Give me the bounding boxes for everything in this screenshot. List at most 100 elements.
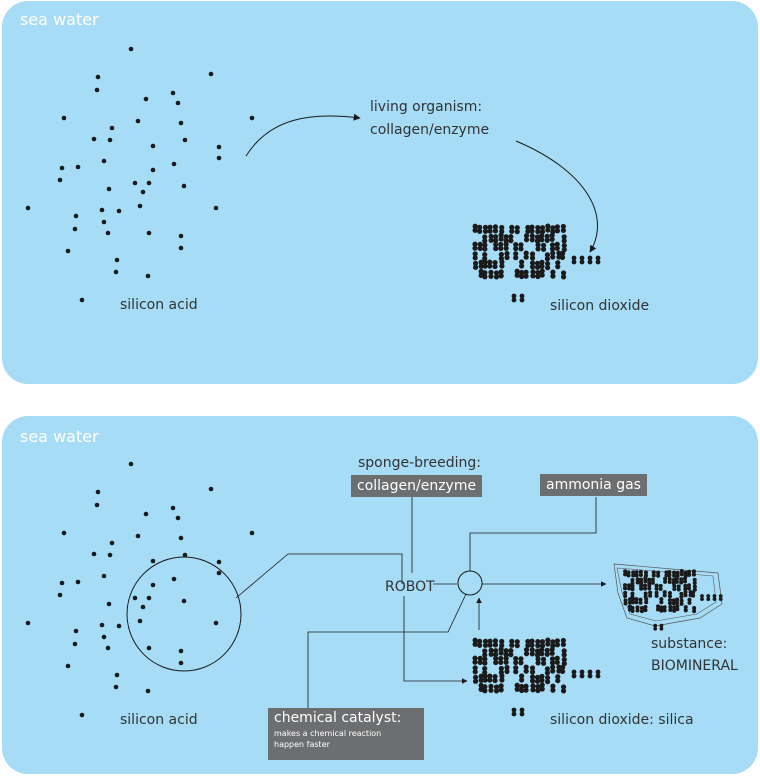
silica-particle xyxy=(579,669,585,675)
ammonia-gas-box: ammonia gas xyxy=(540,474,647,496)
biomineral-particle xyxy=(672,570,677,575)
top-dioxide-particle xyxy=(529,233,535,239)
silica-particle xyxy=(539,677,545,684)
top-acid-particle xyxy=(132,180,138,186)
top-dioxide-particle xyxy=(540,242,547,248)
top-acid-particle xyxy=(146,230,152,236)
top-dioxide-particle xyxy=(498,251,504,258)
biomineral-particle xyxy=(630,581,635,586)
bottom-acid-particle xyxy=(114,672,120,678)
biomineral-particle xyxy=(622,586,628,591)
silica-particle xyxy=(544,675,551,681)
biomineral-particle xyxy=(654,590,659,595)
top-dioxide-particle xyxy=(545,223,551,229)
chemical-catalyst-desc-2: happen faster xyxy=(274,740,330,749)
biomineral-particle xyxy=(634,573,639,578)
top-acid-particle xyxy=(213,205,219,211)
top-dioxide-particle xyxy=(523,254,529,260)
biomineral-particle xyxy=(683,590,688,595)
collagen-enzyme-box: collagen/enzyme xyxy=(351,475,483,497)
biomineral-particle xyxy=(627,586,632,591)
bottom-acid-particle xyxy=(140,604,146,610)
biomineral-particle xyxy=(687,597,692,602)
biomineral-particle xyxy=(639,577,644,582)
biomineral-particle xyxy=(712,597,717,601)
biomineral-particle xyxy=(638,569,643,574)
silica-particle xyxy=(595,669,601,675)
biomineral-particle xyxy=(672,573,677,578)
biomineral-particle xyxy=(650,577,655,582)
top-organism-label: living organism: xyxy=(370,99,483,115)
silica-particle xyxy=(488,687,494,693)
silica-particle xyxy=(539,682,545,688)
silica-particle xyxy=(472,674,479,680)
biomineral-particle xyxy=(712,594,717,598)
top-dioxide-particle xyxy=(514,268,520,274)
top-dioxide-particle xyxy=(498,273,504,279)
biomineral-particle xyxy=(639,609,644,614)
biomineral-particle xyxy=(654,586,659,591)
top-dioxide-particle xyxy=(493,234,499,240)
biomineral-particle xyxy=(630,584,635,589)
biomineral-particle xyxy=(718,594,723,598)
silica-particle xyxy=(477,638,483,644)
biomineral-particle xyxy=(667,597,672,603)
bottom-acid-particle xyxy=(249,530,255,536)
biomineral-particle xyxy=(667,591,672,596)
biomineral-particle xyxy=(662,593,667,598)
top-dioxide-particle xyxy=(539,259,545,266)
sponge-breeding-label: sponge-breeding: xyxy=(358,455,481,471)
silica-particle xyxy=(534,678,541,684)
bottom-acid-particle xyxy=(216,559,222,565)
biomineral-particle xyxy=(643,579,648,584)
bottom-acid-particle xyxy=(150,582,156,588)
silica-particle xyxy=(523,687,529,693)
biomineral-particle xyxy=(672,587,677,592)
top-dioxide-particle xyxy=(519,273,525,280)
silica-particle xyxy=(487,642,493,648)
top-dioxide-particle xyxy=(482,234,488,240)
bottom-acid-particle xyxy=(99,622,105,628)
substance-label: substance: xyxy=(651,636,728,652)
top-acid-particle xyxy=(145,273,151,279)
top-dioxide-particle xyxy=(513,245,519,252)
biomineral-particle xyxy=(650,580,655,585)
silica-particle xyxy=(493,655,499,662)
top-dioxide-particle xyxy=(519,293,525,299)
silica-particle xyxy=(539,673,545,680)
biomineral-particle xyxy=(647,577,652,582)
silica-particle xyxy=(561,652,567,658)
top-dioxide-particle xyxy=(561,243,567,249)
ammonia-to-mixer-line xyxy=(469,497,597,571)
biomineral-particle xyxy=(671,577,676,583)
silica-particle xyxy=(534,674,541,680)
top-dioxide-particle xyxy=(579,255,585,261)
top-dioxide-particle xyxy=(519,297,525,303)
top-dioxide-particle xyxy=(571,255,577,261)
chemical-catalyst-desc-1: makes a chemical reaction xyxy=(274,729,382,738)
top-dioxide-particle xyxy=(523,237,530,243)
top-dioxide-particle xyxy=(529,237,535,243)
biomineral-particle xyxy=(692,609,697,614)
biomineral-particle xyxy=(654,593,659,598)
silica-particle xyxy=(579,673,585,679)
biomineral-particle xyxy=(651,570,656,575)
top-acid-particle xyxy=(146,180,152,186)
biomineral-particle xyxy=(679,572,684,577)
bottom-acid-particle xyxy=(170,505,176,511)
top-acid-particle xyxy=(94,87,100,93)
bottom-acid-particle xyxy=(116,623,122,629)
silica-particle xyxy=(544,670,551,676)
silica-particle xyxy=(477,659,483,665)
silica-particle xyxy=(560,637,566,644)
biomineral-particle xyxy=(635,605,640,610)
top-arrow-to-dioxide xyxy=(515,140,598,253)
biomineral-particle xyxy=(668,608,673,613)
biomineral-particle xyxy=(627,583,632,588)
top-dioxide-particle xyxy=(534,260,541,266)
top-acid-particle xyxy=(135,118,141,124)
biomineral-particle xyxy=(653,623,658,628)
silica-particle xyxy=(504,668,510,675)
silica-particle xyxy=(509,642,515,648)
top-dioxide-particle xyxy=(523,250,529,256)
